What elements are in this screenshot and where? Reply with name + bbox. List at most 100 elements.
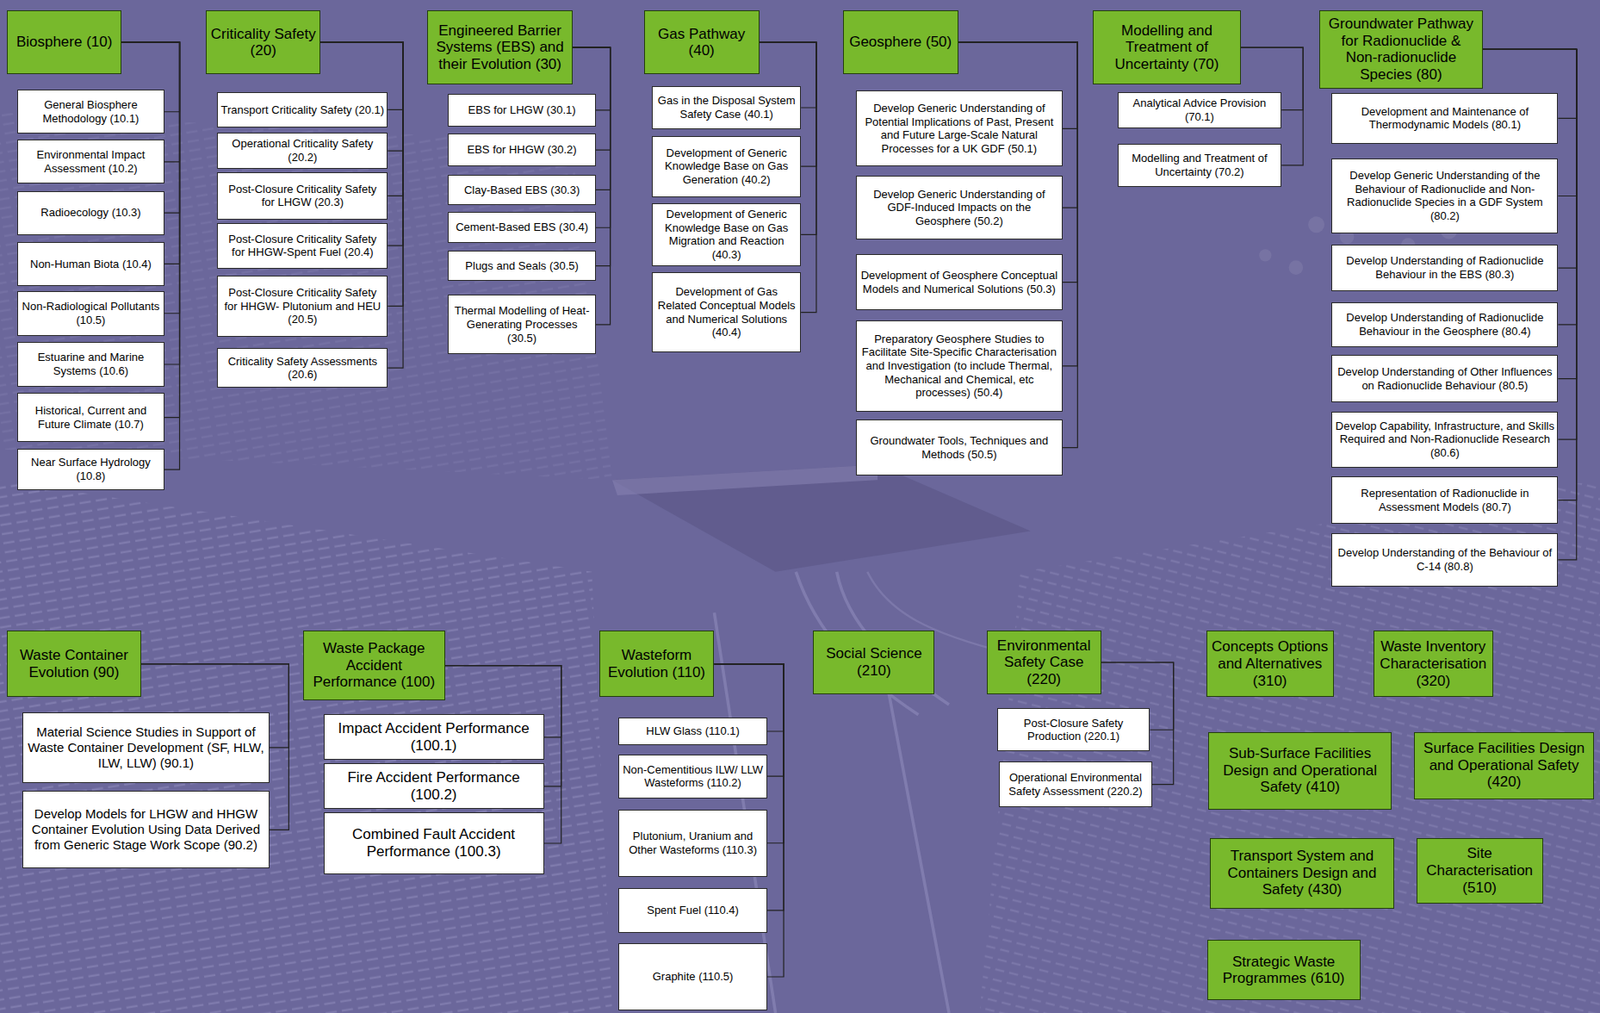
box-label: Development of Geosphere Conceptual Mode… [859,268,1059,296]
subtopic-box: Develop Generic Understanding of Potenti… [855,90,1062,167]
subtopic-box: Non-Radiological Pollutants (10.5) [17,291,165,336]
box-label: Environmental Impact Assessment (10.2) [20,148,162,175]
box-label: Develop Generic Understanding of Potenti… [859,101,1059,156]
box-label: Non-Cementitious ILW/ LLW Wasteforms (11… [621,762,764,790]
box-label: Historical, Current and Future Climate (… [20,403,162,431]
topic-box: Groundwater Pathway for Radionuclide & N… [1319,10,1483,89]
subtopic-box: General Biosphere Methodology (10.1) [17,89,165,134]
subtopic-box: Thermal Modelling of Heat-Generating Pro… [447,294,596,354]
box-label: Groundwater Tools, Techniques and Method… [859,434,1059,461]
subtopic-box: Operational Criticality Safety (20.2) [217,132,388,169]
box-label: Near Surface Hydrology (10.8) [20,455,162,483]
box-label: Cement-Based EBS (30.4) [451,220,593,235]
subtopic-box: Post-Closure Criticality Safety for LHGW… [217,172,388,220]
subtopic-box: HLW Glass (110.1) [618,717,768,745]
subtopic-box: Transport Criticality Safety (20.1) [217,92,388,128]
box-label: HLW Glass (110.1) [621,724,764,738]
box-label: Develop Understanding of Radionuclide Be… [1334,310,1555,338]
box-label: Impact Accident Performance (100.1) [328,719,540,756]
subtopic-box: Combined Fault Accident Performance (100… [323,812,545,874]
subtopic-box: Cement-Based EBS (30.4) [447,211,596,243]
box-label: Spent Fuel (110.4) [621,903,764,918]
subtopic-box: Criticality Safety Assessments (20.6) [217,347,388,388]
box-label: Waste Package Accident Performance (100) [307,639,441,691]
subtopic-box: Develop Generic Understanding of GDF-Ind… [855,175,1062,241]
box-label: Develop Understanding of the Behaviour o… [1334,545,1555,573]
subtopic-box: Develop Capability, Infrastructure, and … [1331,411,1558,468]
topic-box: Concepts Options and Alternatives (310) [1206,630,1334,697]
subtopic-box: Develop Understanding of Radionuclide Be… [1331,244,1558,291]
topic-box: Waste Inventory Characterisation (320) [1373,630,1494,697]
box-label: Geosphere (50) [847,33,955,51]
box-label: Strategic Waste Programmes (610) [1211,953,1357,987]
box-label: Estuarine and Marine Systems (10.6) [20,350,162,378]
box-label: Combined Fault Accident Performance (100… [328,825,540,862]
subtopic-box: Development of Generic Knowledge Base on… [651,203,801,267]
subtopic-box: Development of Gas Related Conceptual Mo… [651,272,801,352]
box-label: Gas Pathway (40) [648,25,756,60]
subtopic-box: Post-Closure Safety Production (220.1) [997,707,1151,751]
subtopic-box: Historical, Current and Future Climate (… [17,392,165,442]
subtopic-box: Gas in the Disposal System Safety Case (… [651,86,801,131]
subtopic-box: Radioecology (10.3) [17,191,165,236]
box-label: Criticality Safety Assessments (20.6) [220,354,385,382]
box-label: Develop Generic Understanding of GDF-Ind… [859,187,1059,229]
topic-box: Geosphere (50) [843,10,959,75]
box-label: Development of Gas Related Conceptual Mo… [655,285,798,339]
box-label: Wasteform Evolution (110) [603,646,711,681]
box-label: Waste Inventory Characterisation (320) [1377,638,1489,689]
box-label: Post-Closure Criticality Safety for HHGW… [220,232,385,260]
box-label: Modelling and Treatment of Uncertainty (… [1121,151,1279,179]
subtopic-box: Develop Understanding of the Behaviour o… [1331,533,1558,588]
box-label: Engineered Barrier Systems (EBS) and the… [431,22,568,74]
box-label: Environmental Safety Case (220) [991,637,1098,689]
subtopic-box: Post-Closure Criticality Safety for HHGW… [217,223,388,269]
box-label: Post-Closure Safety Production (220.1) [1000,716,1148,744]
subtopic-box: Graphite (110.5) [618,942,768,1011]
subtopic-box: Modelling and Treatment of Uncertainty (… [1117,143,1283,187]
box-label: Develop Understanding of Radionuclide Be… [1334,254,1555,281]
box-label: EBS for HHGW (30.2) [451,142,593,157]
box-label: Thermal Modelling of Heat-Generating Pro… [451,303,593,345]
subtopic-box: Plutonium, Uranium and Other Wasteforms … [618,809,768,877]
box-label: Develop Models for LHGW and HHGW Contain… [26,806,266,853]
box-label: Sub-Surface Facilities Design and Operat… [1212,744,1388,796]
topic-box: Biosphere (10) [6,10,122,75]
topic-box: Modelling and Treatment of Uncertainty (… [1092,10,1241,86]
box-label: Gas in the Disposal System Safety Case (… [655,93,798,121]
box-label: Representation of Radionuclide in Assess… [1334,486,1555,514]
box-label: Analytical Advice Provision (70.1) [1121,96,1279,124]
subtopic-box: Material Science Studies in Support of W… [22,712,270,783]
subtopic-box: Plugs and Seals (30.5) [447,250,596,280]
subtopic-box: Operational Environmental Safety Assessm… [998,761,1153,807]
subtopic-box: Preparatory Geosphere Studies to Facilit… [855,320,1062,411]
box-label: Transport Criticality Safety (20.1) [220,103,385,118]
box-label: Plugs and Seals (30.5) [451,259,593,273]
subtopic-box: Impact Accident Performance (100.1) [323,713,545,760]
box-label: Post-Closure Criticality Safety for HHGW… [220,285,385,327]
subtopic-box: Post-Closure Criticality Safety for HHGW… [217,275,388,337]
box-label: Post-Closure Criticality Safety for LHGW… [220,182,385,210]
topic-box: Transport System and Containers Design a… [1209,837,1394,909]
subtopic-box: Spent Fuel (110.4) [618,887,768,933]
box-label: Development of Generic Knowledge Base on… [655,146,798,187]
topic-box: Wasteform Evolution (110) [599,630,715,697]
subtopic-box: Analytical Advice Provision (70.1) [1117,92,1283,129]
topic-box: Surface Facilities Design and Operationa… [1413,731,1594,800]
topic-box: Strategic Waste Programmes (610) [1207,939,1361,1000]
box-label: Non-Human Biota (10.4) [20,257,162,272]
box-label: Develop Generic Understanding of the Beh… [1334,168,1555,223]
box-label: Develop Understanding of Other Influence… [1334,365,1555,392]
subtopic-box: Environmental Impact Assessment (10.2) [17,139,165,184]
subtopic-box: Development and Maintenance of Thermodyn… [1331,93,1558,144]
box-label: Clay-Based EBS (30.3) [451,183,593,198]
box-label: Operational Criticality Safety (20.2) [220,136,385,164]
subtopic-box: Near Surface Hydrology (10.8) [17,448,165,490]
topic-box: Social Science (210) [812,630,935,694]
box-label: Fire Accident Performance (100.2) [328,768,540,805]
topic-box: Sub-Surface Facilities Design and Operat… [1208,731,1392,810]
subtopic-box: Develop Generic Understanding of the Beh… [1331,158,1558,235]
box-label: Develop Capability, Infrastructure, and … [1334,419,1555,460]
box-label: Transport System and Containers Design a… [1214,847,1390,899]
subtopic-box: Representation of Radionuclide in Assess… [1331,476,1558,524]
